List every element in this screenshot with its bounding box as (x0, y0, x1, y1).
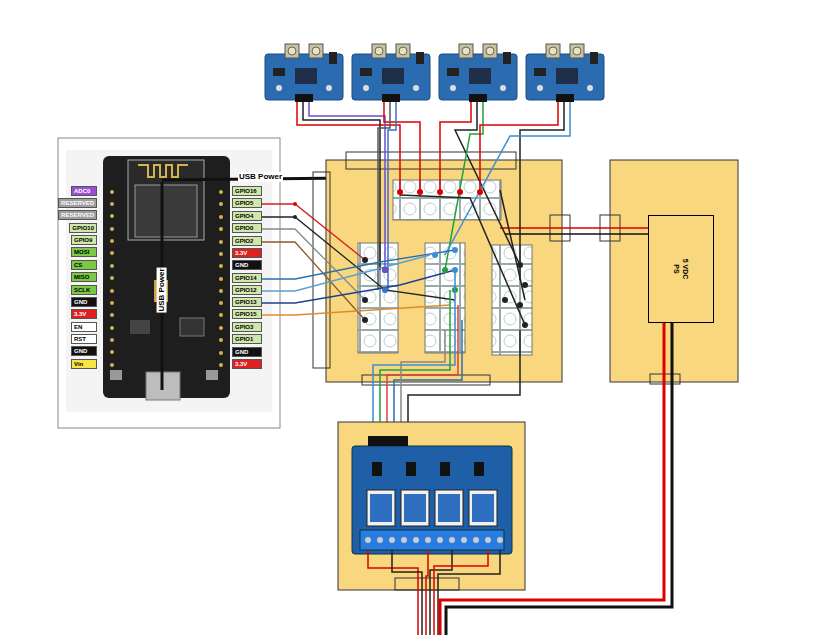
pin-label: GPIO13 (232, 297, 262, 307)
pin-label: GND (71, 297, 97, 307)
power-supply-box: 5 VDC PS (648, 215, 714, 323)
pin-label: ADC0 (71, 186, 97, 196)
pin-label: GPIO2 (232, 236, 262, 246)
pin-label: GND (232, 347, 262, 357)
pin-label: GPIO10 (69, 223, 97, 233)
pin-label: 3.3V (71, 309, 97, 319)
pin-label: RESERVED (58, 198, 97, 208)
pin-label: GPIO3 (232, 322, 262, 332)
pin-label: GND (71, 346, 97, 356)
pin-label: RST (71, 334, 97, 344)
cable-label: USB Power (157, 267, 167, 312)
pin-label: 3.3V (232, 359, 262, 369)
pin-label: GPIO4 (232, 211, 262, 221)
pin-label: RESERVED (58, 210, 97, 220)
pin-label: SCLK (71, 285, 97, 295)
pin-label: MOSI (71, 247, 97, 257)
cable-label: USB Power (238, 172, 283, 182)
pin-label: MISO (71, 272, 97, 282)
pin-label: Vin (71, 359, 97, 369)
pin-label: GPIO16 (232, 186, 262, 196)
pin-label: EN (71, 322, 97, 332)
pin-label: GPIO14 (232, 273, 262, 283)
pin-label: GPIO0 (232, 223, 262, 233)
pin-label: GPIO1 (232, 334, 262, 344)
pin-label: GPIO9 (71, 235, 97, 245)
pin-label: GND (232, 260, 262, 270)
pin-label: GPIO5 (232, 198, 262, 208)
pin-label: CS (71, 260, 97, 270)
pin-label: GPIO12 (232, 285, 262, 295)
pin-label: GPIO15 (232, 309, 262, 319)
supply-label: 5 VDC PS (672, 256, 690, 282)
pin-label: 3.3V (232, 248, 262, 258)
